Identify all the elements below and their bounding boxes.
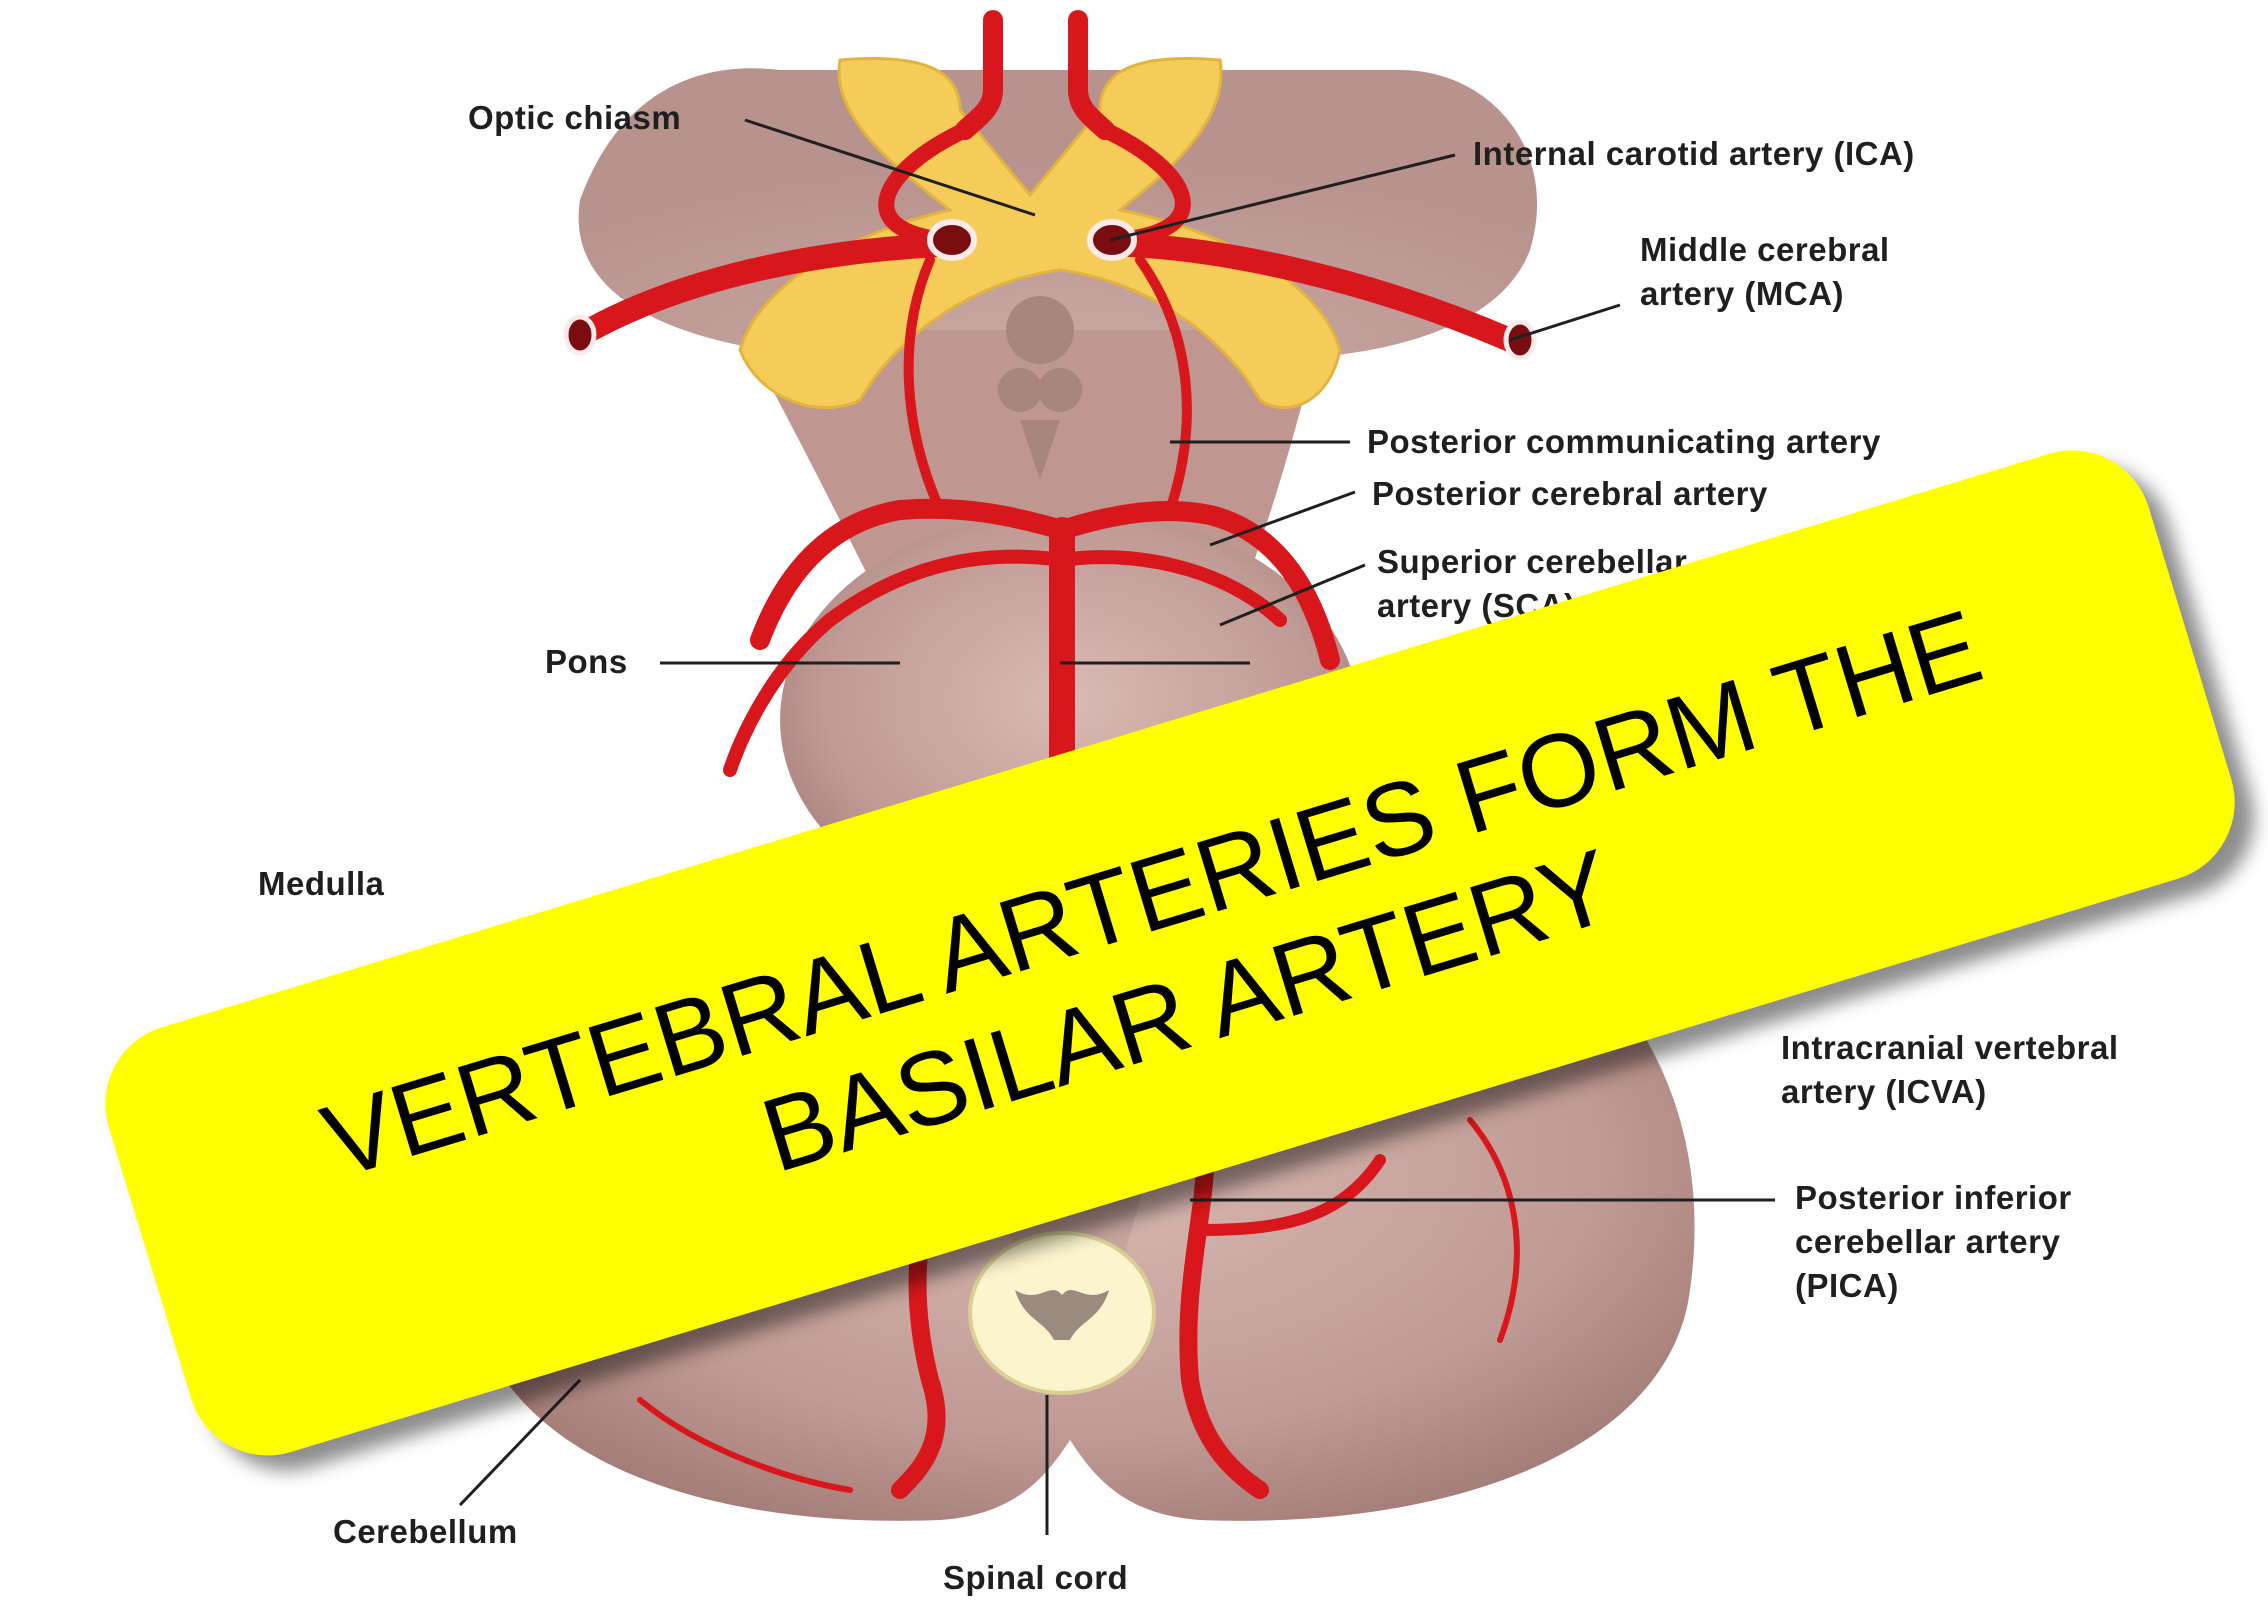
label-mca-line1: Middle cerebral [1640, 228, 1890, 272]
label-posterior-communicating-artery: Posterior communicating artery [1367, 420, 1881, 464]
label-posterior-cerebral-artery: Posterior cerebral artery [1372, 472, 1768, 516]
label-medulla: Medulla [258, 862, 384, 906]
label-pons: Pons [545, 640, 628, 684]
label-intracranial-vertebral-artery: Intracranial vertebral artery (ICVA) [1781, 1026, 2119, 1114]
label-icva-line2: artery (ICVA) [1781, 1070, 2119, 1114]
label-spinal-cord: Spinal cord [943, 1556, 1128, 1600]
label-icva-line1: Intracranial vertebral [1781, 1026, 2119, 1070]
label-optic-chiasm: Optic chiasm [468, 96, 681, 140]
label-mca-line2: artery (MCA) [1640, 272, 1890, 316]
label-middle-cerebral-artery: Middle cerebral artery (MCA) [1640, 228, 1890, 316]
label-cerebellum: Cerebellum [333, 1510, 518, 1554]
pituitary-stalk [1006, 296, 1074, 364]
label-pica-line3: (PICA) [1795, 1264, 2072, 1308]
label-internal-carotid-artery: Internal carotid artery (ICA) [1473, 132, 1915, 176]
label-pica-line1: Posterior inferior [1795, 1176, 2072, 1220]
label-pica-line2: cerebellar artery [1795, 1220, 2072, 1264]
label-posterior-inferior-cerebellar-artery: Posterior inferior cerebellar artery (PI… [1795, 1176, 2072, 1308]
